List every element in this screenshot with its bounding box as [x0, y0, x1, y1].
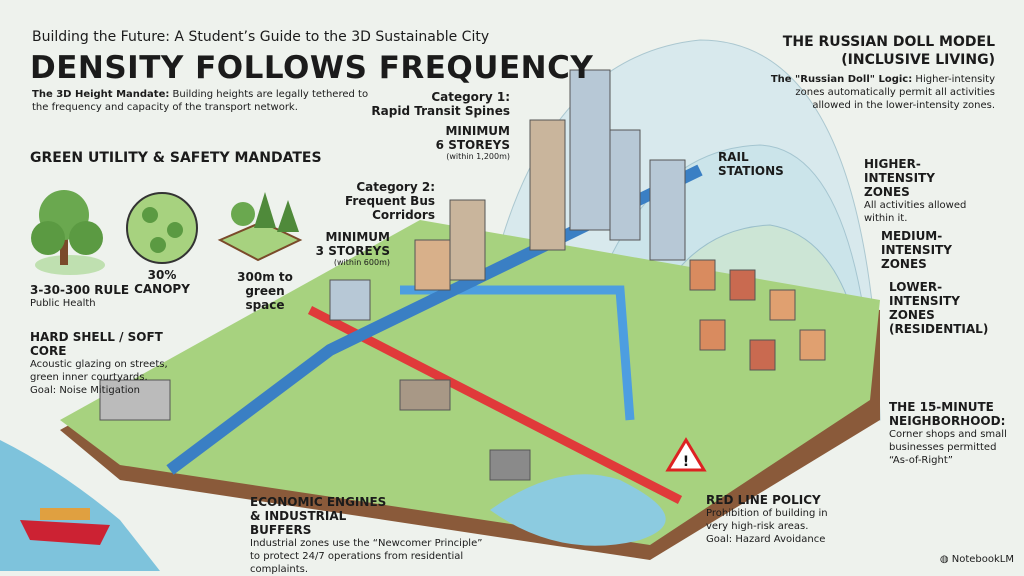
river — [490, 474, 666, 546]
notebooklm-brand: ◍ NotebookLM — [939, 554, 1014, 565]
canopy-circle-icon — [126, 192, 198, 264]
page-title: DENSITY FOLLOWS FREQUENCY — [30, 50, 594, 86]
economic-engines-block: ECONOMIC ENGINES & INDUSTRIAL BUFFERS In… — [250, 495, 483, 575]
factory — [99, 379, 171, 421]
green-space-icon — [217, 192, 303, 262]
residential-houses — [689, 259, 826, 371]
category-1-label: Category 1: Rapid Transit Spines MINIMUM… — [371, 90, 510, 161]
russian-doll-logic: The "Russian Doll" Logic: Higher-intensi… — [770, 74, 995, 111]
hard-shell-block: HARD SHELL / SOFT CORE Acoustic glazing … — [30, 330, 168, 396]
red-line-policy-block: RED LINE POLICY Prohibition of building … — [706, 493, 828, 545]
fifteen-minute-block: THE 15-MINUTE NEIGHBORHOOD: Corner shops… — [889, 400, 1007, 466]
lower-intensity-label: LOWER-INTENSITY ZONES (RESIDENTIAL) — [889, 280, 989, 336]
russian-doll-block: THE RUSSIAN DOLL MODEL (INCLUSIVE LIVING… — [770, 34, 995, 111]
green-mandates-title: GREEN UTILITY & SAFETY MANDATES — [30, 150, 322, 166]
category-2-label: Category 2: Frequent Bus Corridors — [344, 180, 435, 222]
green-space-label: 300m to green space — [237, 270, 293, 312]
red-line — [307, 305, 683, 505]
category-2-minimum: MINIMUM 3 STOREYS (within 600m) — [315, 230, 390, 267]
rail-stations-label: RAIL STATIONS — [718, 150, 784, 178]
svg-text:!: ! — [683, 454, 689, 470]
bus-corridor — [400, 285, 635, 421]
hazard-warning-icon — [665, 437, 707, 472]
infographic-subtitle: Building the Future: A Student’s Guide t… — [32, 29, 490, 45]
higher-intensity-label: HIGHER-INTENSITY ZONES All activities al… — [864, 157, 967, 224]
height-mandate: The 3D Height Mandate: Building heights … — [32, 89, 369, 113]
rule-3-30-300: 3-30-300 RULE Public Health — [30, 283, 130, 309]
tree-cluster-icon — [31, 190, 105, 275]
medium-intensity-label: MEDIUM-INTENSITY ZONES — [881, 229, 952, 271]
notebooklm-logo-icon: ◍ — [939, 554, 952, 565]
cargo-ship — [20, 508, 110, 545]
canopy-label: 30% CANOPY — [134, 268, 190, 296]
